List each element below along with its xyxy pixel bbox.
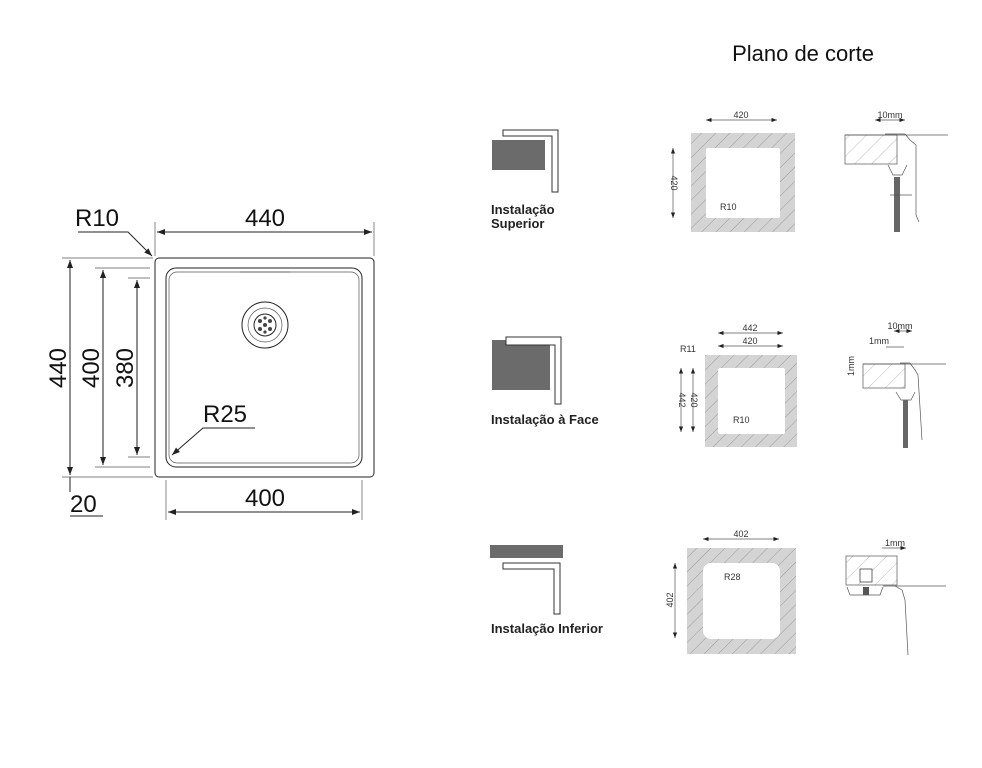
cutout-face-outer-height: 442 [677, 392, 687, 407]
installation-inferior: Instalação Inferior 402 402 R28 1mm [490, 529, 946, 656]
cutout-superior-height: 420 [669, 175, 679, 190]
dimension-bowl-radius: R25 [203, 401, 247, 428]
install-face-label: Instalação à Face [491, 412, 599, 427]
cutout-superior-radius: R10 [720, 202, 737, 212]
install-face-icon [492, 336, 562, 405]
dimension-height-bowl: 400 [78, 348, 105, 388]
installation-face: Instalação à Face 442 420 R11 442 420 R1… [491, 321, 946, 448]
install-inferior-icon [490, 545, 563, 615]
cutout-superior-width: 420 [733, 110, 748, 120]
sink-bowl-outline [165, 267, 363, 468]
section-face-depth: 1mm [846, 356, 856, 376]
dimension-width-outer: 440 [245, 205, 285, 232]
cutout-inferior-height: 402 [665, 592, 675, 607]
cutout-inferior-width: 402 [733, 529, 748, 539]
dimension-height-inner: 380 [112, 348, 139, 388]
drain-icon [241, 301, 289, 349]
cutout-inferior-radius: R28 [724, 572, 741, 582]
section-superior-gap: 10mm [877, 110, 902, 120]
section-face [862, 362, 946, 448]
installation-superior: Instalação Superior 420 420 R10 10mm [491, 110, 948, 232]
dimension-corner-radius: R10 [75, 205, 119, 232]
install-superior-icon [492, 129, 559, 193]
sink-plan: 440 R10 440 400 380 R25 20 400 [45, 205, 375, 520]
dimension-offset: 20 [70, 491, 97, 518]
install-inferior-label: Instalação Inferior [491, 621, 603, 636]
section-inferior-gap: 1mm [885, 538, 905, 548]
cutout-face-outer-width: 442 [742, 323, 757, 333]
dimension-width-bowl: 400 [245, 485, 285, 512]
section-face-gap: 10mm [887, 321, 912, 331]
section-face-step: 1mm [869, 336, 889, 346]
install-superior-label-1: Instalação [491, 202, 555, 217]
cutout-face-outer-radius: R11 [680, 344, 696, 354]
cutout-face-inner-height: 420 [689, 392, 699, 407]
sink-outer-outline [154, 257, 375, 478]
dimension-height-outer: 440 [45, 348, 72, 388]
section-superior [844, 133, 948, 232]
cutout-face-inner-width: 420 [742, 336, 757, 346]
section-inferior [845, 555, 946, 656]
page-title: Plano de corte [732, 41, 874, 66]
install-superior-label-2: Superior [491, 216, 544, 231]
cutout-face-inner-radius: R10 [733, 415, 750, 425]
